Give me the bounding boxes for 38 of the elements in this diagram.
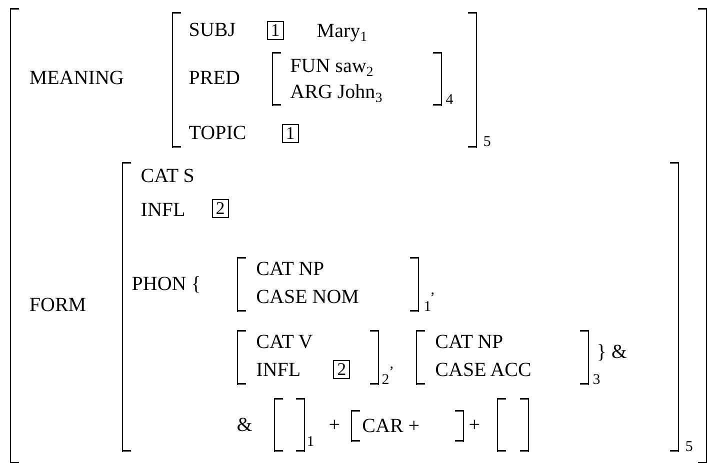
feature-matrix bbox=[496, 398, 529, 452]
tag-box: 1 bbox=[266, 21, 284, 40]
index-subscript: , bbox=[430, 282, 435, 298]
feature-label: Mary$_{1}$ bbox=[316, 20, 368, 42]
tag-box: 2 bbox=[212, 199, 229, 218]
tag-box: 1 bbox=[282, 124, 299, 143]
feature-label: + bbox=[468, 414, 480, 436]
index-subscript: 1 bbox=[424, 299, 432, 315]
feature-label: PHON { bbox=[132, 273, 201, 295]
feature-label: CASE NOM bbox=[256, 286, 359, 308]
feature-label: & bbox=[236, 414, 252, 436]
feature-label: PRED bbox=[188, 67, 240, 89]
feature-label: FUN saw$_{2}$ bbox=[290, 55, 374, 77]
feature-matrix bbox=[274, 398, 305, 452]
feature-label: CAR + bbox=[362, 415, 420, 437]
feature-label: INFL bbox=[140, 199, 186, 221]
index-subscript: 5 bbox=[685, 439, 693, 455]
feature-matrix bbox=[10, 8, 707, 463]
feature-label: ARG John$_{3}$ bbox=[290, 81, 382, 103]
index-subscript: 3 bbox=[592, 372, 600, 388]
index-subscript: 5 bbox=[483, 134, 491, 150]
index-subscript: 4 bbox=[446, 92, 454, 108]
feature-label: TOPIC bbox=[188, 122, 246, 144]
feature-label: MEANING bbox=[29, 67, 124, 89]
feature-label: } & bbox=[596, 341, 627, 363]
index-subscript: 1 bbox=[306, 434, 314, 450]
tag-box: 2 bbox=[333, 360, 350, 379]
feature-label: FORM bbox=[29, 294, 86, 316]
feature-label: SUBJ bbox=[188, 19, 236, 41]
index-subscript: 2 bbox=[382, 372, 390, 388]
feature-label: CAT S bbox=[140, 165, 194, 187]
index-subscript: , bbox=[390, 356, 394, 372]
feature-label: CASE ACC bbox=[435, 359, 532, 381]
feature-label: CAT NP bbox=[435, 331, 504, 353]
feature-label: INFL bbox=[256, 359, 301, 381]
feature-label: + bbox=[328, 414, 340, 436]
feature-label: CAT NP bbox=[256, 258, 324, 280]
feature-label: CAT V bbox=[256, 331, 313, 353]
